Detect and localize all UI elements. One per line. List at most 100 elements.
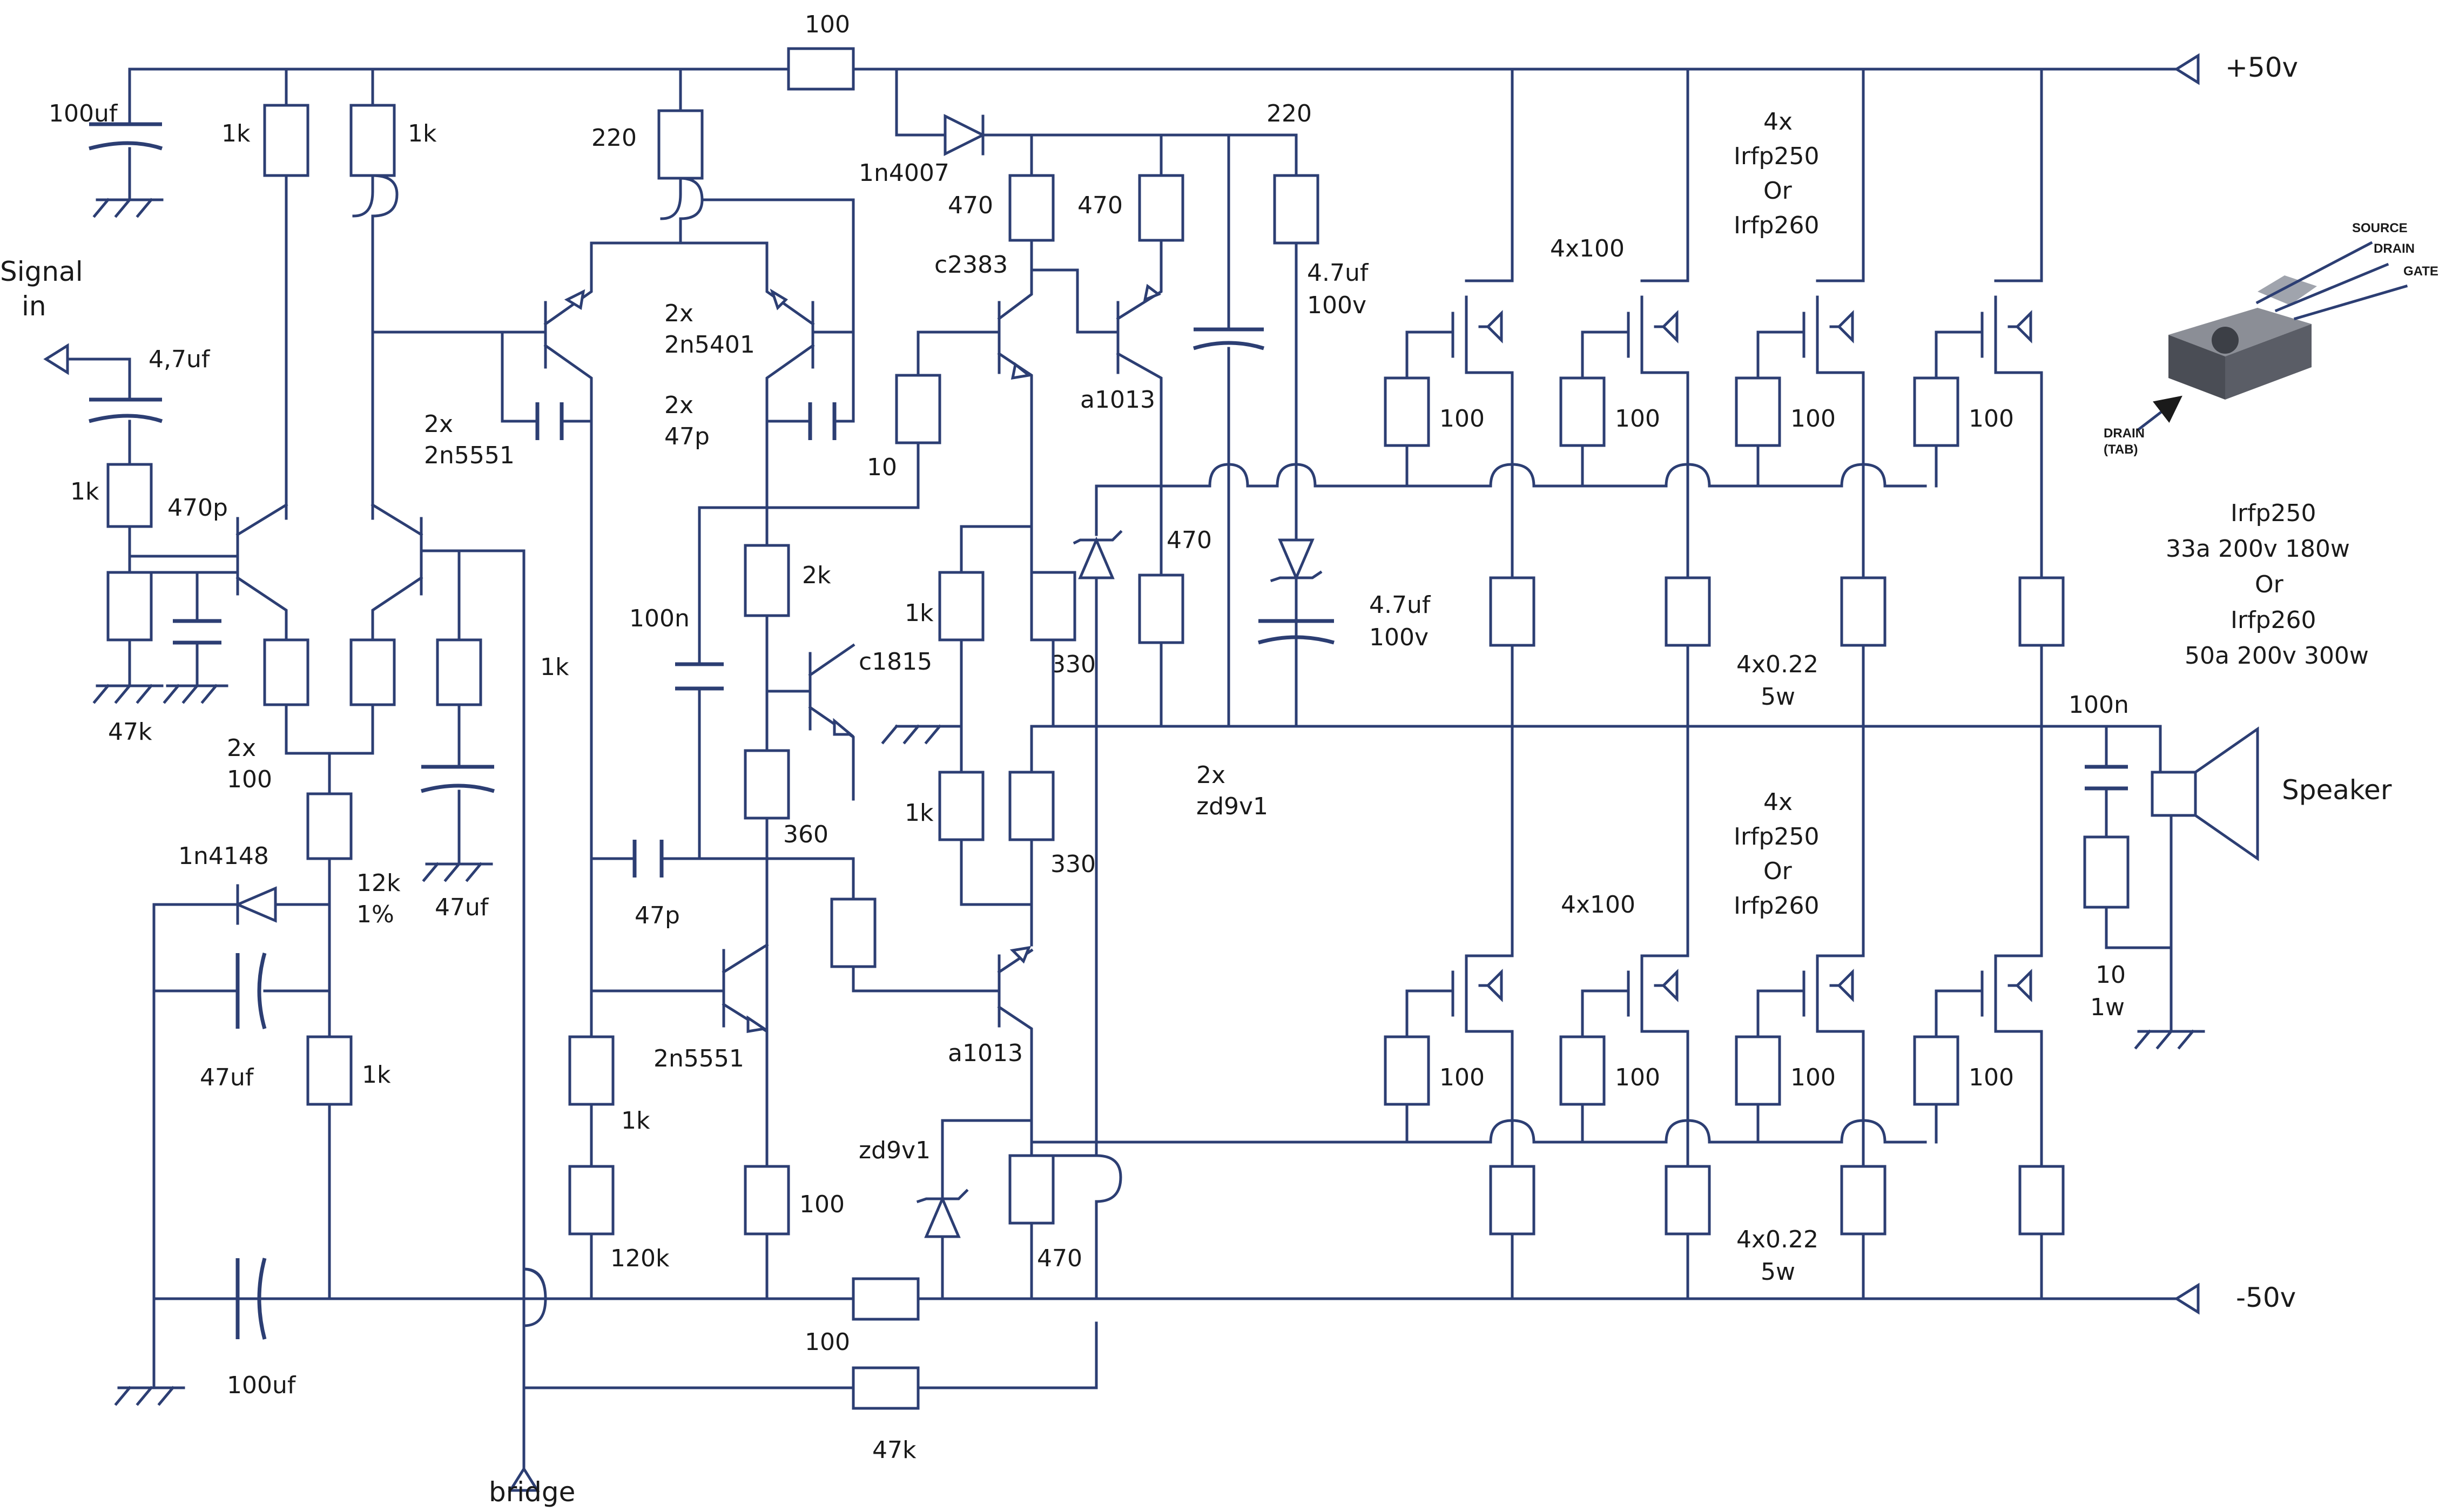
zobel-resistor-10 [2083,835,2130,909]
driver-resistor-470-a [1008,174,1055,242]
driver-transistor-c2383 [917,268,1033,566]
positive-rail [128,53,2200,85]
zobel-res-line1: 10 [2096,961,2126,989]
vas-resistor-360 [744,749,790,820]
driver-cap-4-7uf-mid [1258,619,1335,645]
upper-mosfet-arrow [1486,309,1503,344]
upper-mosfet [1581,279,1689,579]
label-line: 2x [1196,761,1225,789]
r10-label: 10 [867,454,897,481]
lower-mosfet [1756,725,1865,1176]
r330b-label: 330 [1050,850,1096,878]
spec-text: Irfp250 33a 200v 180w Or Irfp260 50a 200… [2166,500,2369,670]
upper-mos-line1: 4x [1763,108,1793,136]
label-line: 1% [356,901,394,928]
mirror-cap-left [535,402,564,440]
input-ground-resistor-47k [106,571,153,642]
mirror-cap-right [808,402,837,440]
bias-r1k-top-label: 1k [905,599,934,627]
diode-label: 1n4148 [178,842,269,870]
cap-mid-line1: 4.7uf [1369,591,1431,619]
label-line: zd9v1 [1196,793,1268,820]
pin-gate-label: GATE [2403,264,2438,279]
speaker-leads [2159,725,2173,949]
input-resistor-label: 1k [70,478,99,505]
mirror-transistor-left [501,241,593,1300]
input-resistor-1k [106,463,153,528]
lower-mosfet-bank [1511,1173,2043,1300]
spec-line1: Irfp250 [2231,500,2316,527]
upper-gate-label: 4x100 [1550,235,1625,262]
bridge-label: bridge [489,1476,575,1508]
lower-mosfet-arrow [1661,968,1679,1003]
spec-line3: Or [2255,571,2284,598]
feedback-side-resistor [436,638,482,706]
lower-gate-resistor-label: 100 [1615,1064,1660,1091]
zener-right [1278,538,1315,582]
upper-gate-resistor-label: 100 [1790,405,1836,433]
tail-resistor-left-1k [263,104,309,177]
feedback-ground-resistor-1k [306,1035,353,1106]
driver-resistor-100-bottom [852,1277,920,1321]
d1n4007-label: 1n4007 [859,159,949,187]
upper-mosfet-arrow [2015,309,2032,344]
zener-pair-label: 2x zd9v1 [1196,761,1268,820]
signal-in-label: Signal in [0,256,92,322]
tab-line1: DRAIN [2104,426,2145,441]
zener-left [1078,536,1115,579]
cap-47p-label: 47p [635,902,680,929]
long-resistor-label: 1k [540,653,569,681]
upper-gate-resistor-label: 100 [1969,405,2014,433]
upper-mos-line3: Or [1763,177,1793,205]
input-bypass-cap-470p [173,619,221,645]
r2k-wire [765,614,812,693]
lower-source-resistor [1665,1165,1711,1236]
vas-r120k-label: 120k [610,1245,670,1272]
tab-line2: (TAB) [2104,442,2138,457]
lower-gate-resistor [1913,1035,1959,1106]
pin-drain-label: DRAIN [2374,241,2415,256]
lower-mos-line2: Irfp250 [1734,823,1819,850]
lower-gate-resistor [1559,1035,1606,1106]
driver-resistor-220 [1273,174,1319,245]
output-node-wire [1030,563,2162,774]
lower-src-line2: 5w [1761,1258,1795,1286]
lower-gate-resistor [1735,1035,1781,1106]
upper-gate-resistor [1913,376,1959,447]
bias-bottom-wires [960,838,1033,947]
feedback-resistor-47k [852,1366,920,1410]
diode-out-wires [981,114,1298,177]
ground-symbol-4 [422,862,493,882]
driver-transistor-a1013-bottom [852,897,1034,1122]
upper-gate-resistor [1735,376,1781,447]
label-line: 47p [664,423,710,450]
ground-symbol-5 [114,1375,185,1406]
diode-1n4148 [234,886,277,923]
decoupling-cap-100uf [89,122,163,151]
r330a-label: 330 [1050,651,1096,678]
tail-wires [285,68,374,107]
emitter-resistor-left [263,638,309,706]
lower-mos-line1: 4x [1763,788,1793,816]
rail-resistor-100-label: 100 [805,11,850,38]
upper-source-resistor [1489,576,1535,647]
upper-mos-line4: Irfp260 [1734,212,1819,239]
cap-100uf-bottom-label: 100uf [227,1372,297,1399]
cap-top-line2: 100v [1307,292,1366,319]
driver-cap-4-7uf-top [1193,327,1265,350]
ground-symbol-1 [92,182,164,218]
r100-bottom-label: 100 [805,1328,850,1356]
signal-in-line1: Signal [0,256,83,287]
speaker-symbol [2151,726,2259,861]
upper-source-resistor [1665,576,1711,647]
upper-gate-resistor [1384,376,1430,447]
lower-gate-label: 4x100 [1561,891,1635,919]
cap-47uf-top-label: 4.7uf 100v [1307,259,1376,319]
mirror-transistor-right [765,241,855,1122]
a1013-top-label: a1013 [1080,386,1155,414]
bridge-wires [522,1267,1098,1492]
tail-left-label: 1k [221,120,251,147]
